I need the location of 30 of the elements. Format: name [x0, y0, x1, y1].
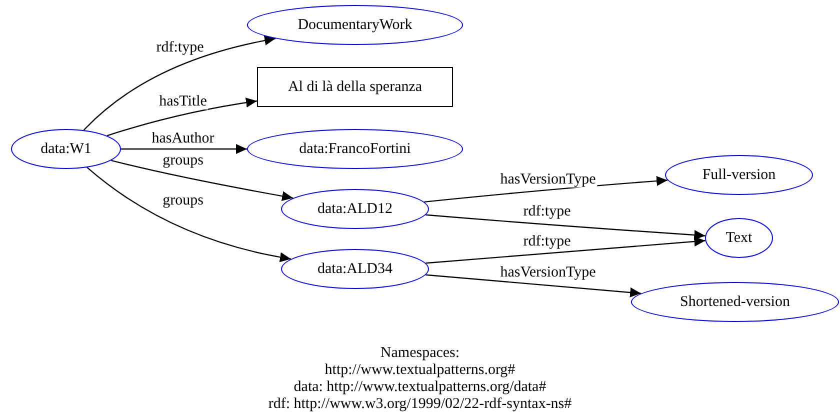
edge-label: rdf:type — [522, 204, 572, 220]
resource-ellipse: Full-version — [665, 155, 813, 195]
arrow — [110, 160, 294, 202]
edge-label: hasVersionType — [499, 266, 597, 280]
arrow — [424, 176, 668, 202]
resource-ellipse: data:ALD34 — [281, 249, 429, 289]
namespace-note: data: http://www.textualpatterns.org/data# — [294, 379, 546, 395]
namespace-note: http://www.textualpatterns.org# — [324, 362, 516, 378]
resource-ellipse: DocumentaryWork — [247, 5, 463, 45]
resource-ellipse: data:FrancoFortini — [247, 129, 463, 169]
resource-ellipse: data:ALD12 — [281, 189, 429, 229]
edge-label: hasTitle — [158, 94, 208, 110]
arrow — [86, 167, 292, 262]
namespace-note: Namespaces: — [380, 345, 460, 361]
resource-ellipse: Shortened-version — [631, 282, 839, 322]
arrow — [83, 36, 276, 131]
edge-label: hasVersionType — [499, 172, 597, 188]
arrow — [426, 214, 706, 240]
arrow — [426, 274, 642, 298]
edge-label: groups — [162, 154, 204, 168]
literal-box: Al di là della speranza — [257, 67, 453, 107]
arrow — [426, 236, 706, 264]
arrow — [121, 144, 247, 154]
edge-label: rdf:type — [155, 40, 205, 56]
arrow — [106, 98, 258, 136]
namespace-note: rdf: http://www.w3.org/1999/02/22-rdf-syntax-ns# — [268, 396, 572, 412]
edge-label: groups — [162, 194, 204, 208]
edge-label: rdf:type — [522, 234, 572, 250]
resource-ellipse: Text — [705, 218, 773, 258]
resource-ellipse: data:W1 — [11, 129, 121, 169]
